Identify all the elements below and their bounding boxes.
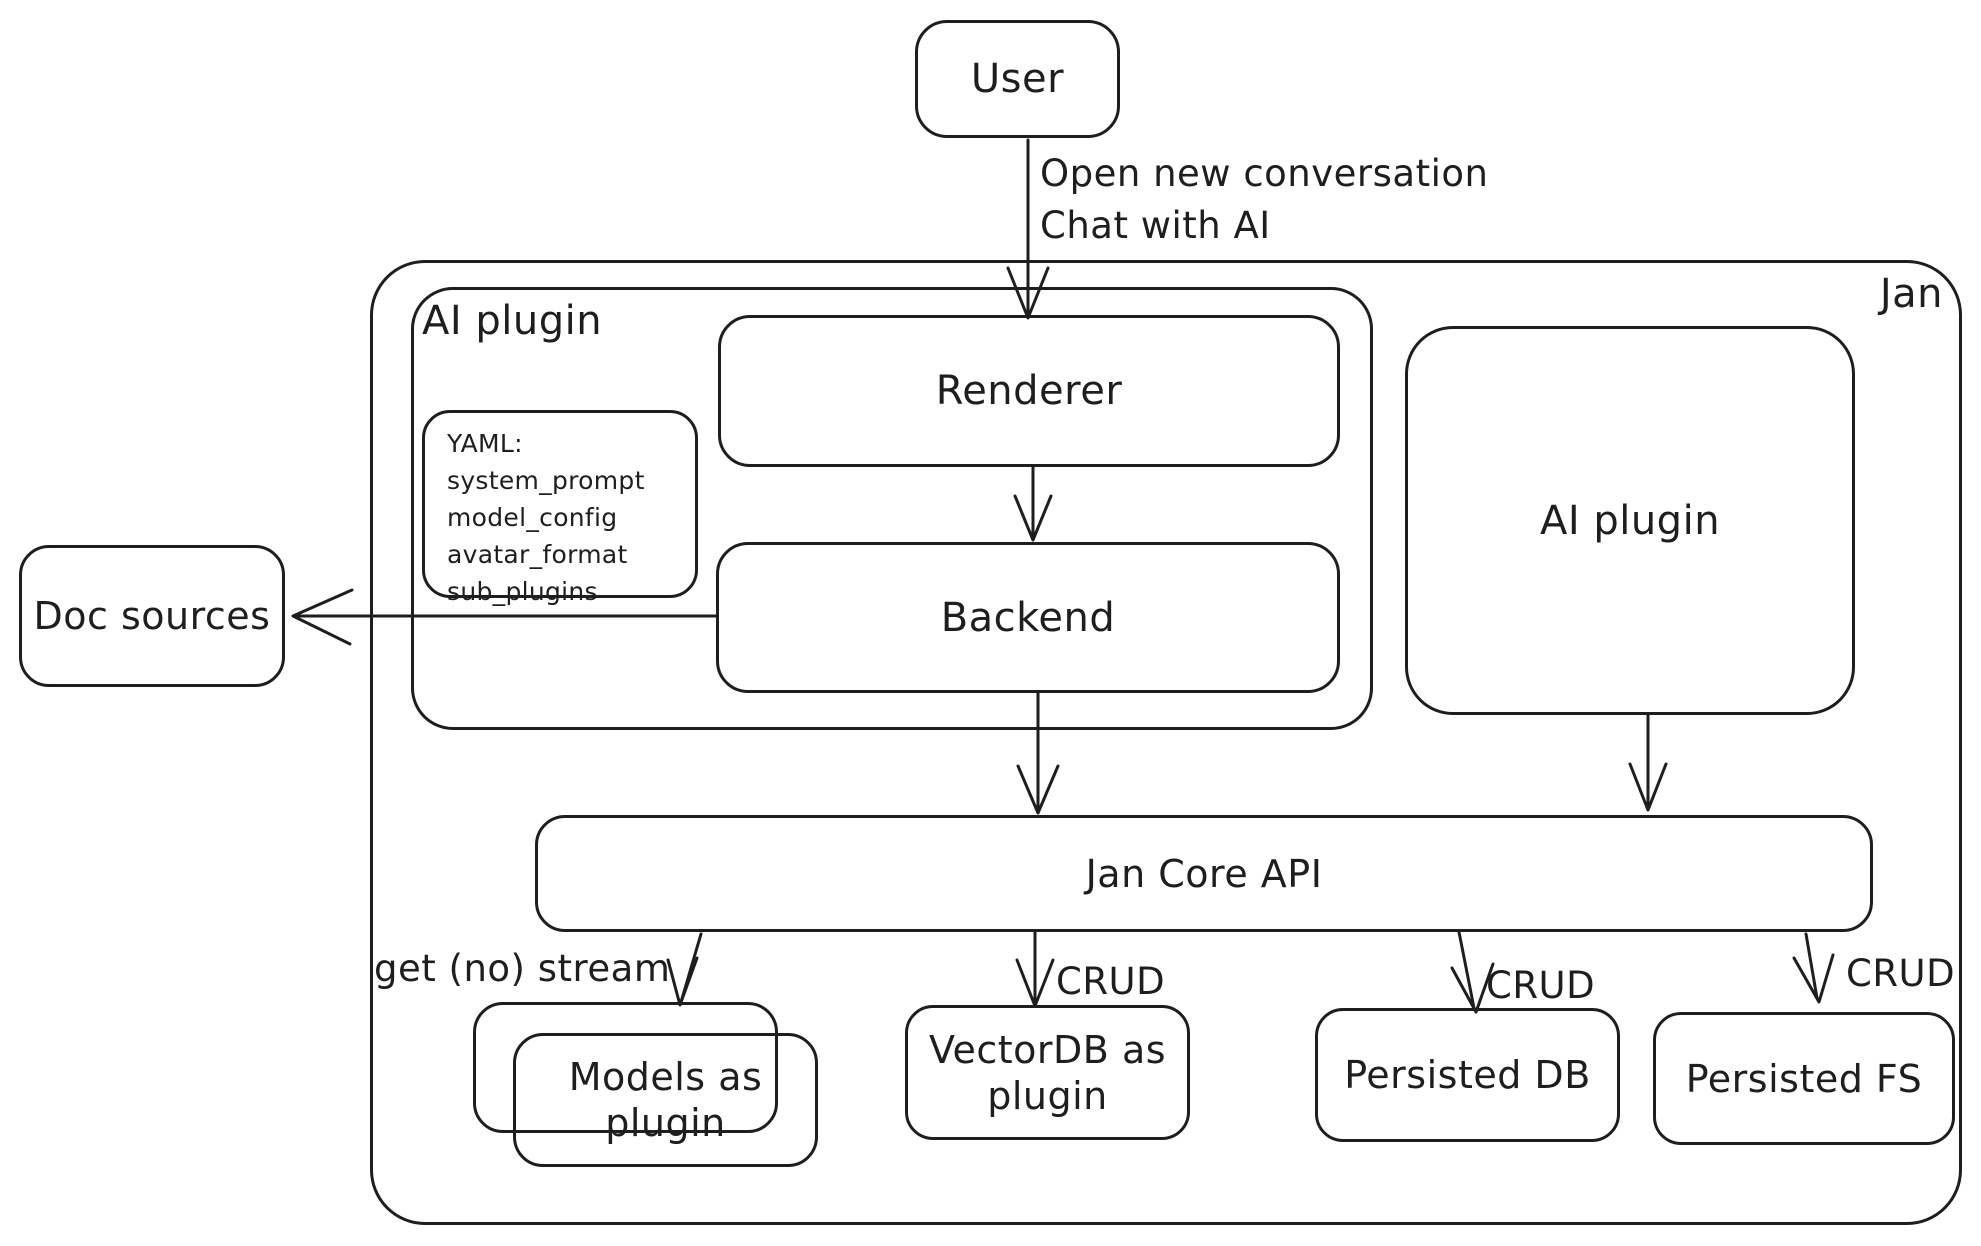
node-vectordb-label-line1: VectorDB as bbox=[928, 1027, 1167, 1072]
node-user-label: User bbox=[970, 56, 1065, 102]
node-persisted-db-label: Persisted DB bbox=[1344, 1053, 1591, 1097]
node-models-as-plugin-label-line1: Models as bbox=[568, 1055, 763, 1099]
yaml-note-text: YAML: system_prompt model_config avatar_… bbox=[447, 425, 645, 610]
edge-label-chat-with-ai: Chat with AI bbox=[1040, 204, 1271, 247]
yaml-line-avatar-format: avatar_format bbox=[447, 540, 628, 569]
node-persisted-db: Persisted DB bbox=[1315, 1008, 1620, 1142]
edge-label-open-conversation: Open new conversation bbox=[1040, 152, 1489, 195]
node-models-as-plugin: Models as plugin bbox=[513, 1033, 818, 1167]
node-doc-sources-label: Doc sources bbox=[33, 594, 271, 638]
node-jan-core-api: Jan Core API bbox=[535, 815, 1873, 932]
node-ai-plugin-right: AI plugin bbox=[1405, 326, 1855, 715]
yaml-note: YAML: system_prompt model_config avatar_… bbox=[422, 410, 698, 606]
yaml-line-model-config: model_config bbox=[447, 503, 618, 532]
ai-plugin-container-label: AI plugin bbox=[422, 298, 603, 344]
node-models-as-plugin-label-line2: plugin bbox=[605, 1101, 726, 1145]
node-persisted-fs: Persisted FS bbox=[1653, 1012, 1955, 1145]
ai-plugin-container: AI plugin bbox=[411, 287, 1373, 730]
yaml-line-title: YAML: bbox=[447, 429, 523, 458]
node-persisted-fs-label: Persisted FS bbox=[1685, 1056, 1923, 1101]
edge-label-crud-vectordb: CRUD bbox=[1056, 960, 1166, 1003]
node-renderer-label: Renderer bbox=[935, 368, 1123, 414]
node-vectordb-label-line2: plugin bbox=[987, 1073, 1108, 1118]
node-backend: Backend bbox=[716, 542, 1340, 693]
edge-label-crud-persisted-fs: CRUD bbox=[1846, 952, 1956, 995]
jan-container-label: Jan bbox=[1879, 271, 1943, 317]
node-jan-core-api-label: Jan Core API bbox=[1085, 851, 1323, 896]
node-renderer: Renderer bbox=[718, 315, 1340, 467]
yaml-line-sub-plugins: sub_plugins bbox=[447, 577, 598, 606]
jan-container: Jan bbox=[370, 260, 1962, 1225]
node-doc-sources: Doc sources bbox=[19, 545, 285, 687]
node-ai-plugin-right-label: AI plugin bbox=[1539, 497, 1721, 544]
yaml-line-system-prompt: system_prompt bbox=[447, 466, 645, 495]
node-models-as-plugin-back bbox=[473, 1002, 778, 1133]
node-user: User bbox=[915, 20, 1120, 138]
edge-label-crud-persisted-db: CRUD bbox=[1486, 964, 1596, 1007]
edge-label-user-to-renderer: Open new conversation Chat with AI bbox=[1040, 148, 1488, 252]
node-vectordb-as-plugin: VectorDB as plugin bbox=[905, 1005, 1190, 1140]
edge-label-get-no-stream: get (no) stream bbox=[374, 947, 671, 990]
node-backend-label: Backend bbox=[940, 594, 1116, 641]
